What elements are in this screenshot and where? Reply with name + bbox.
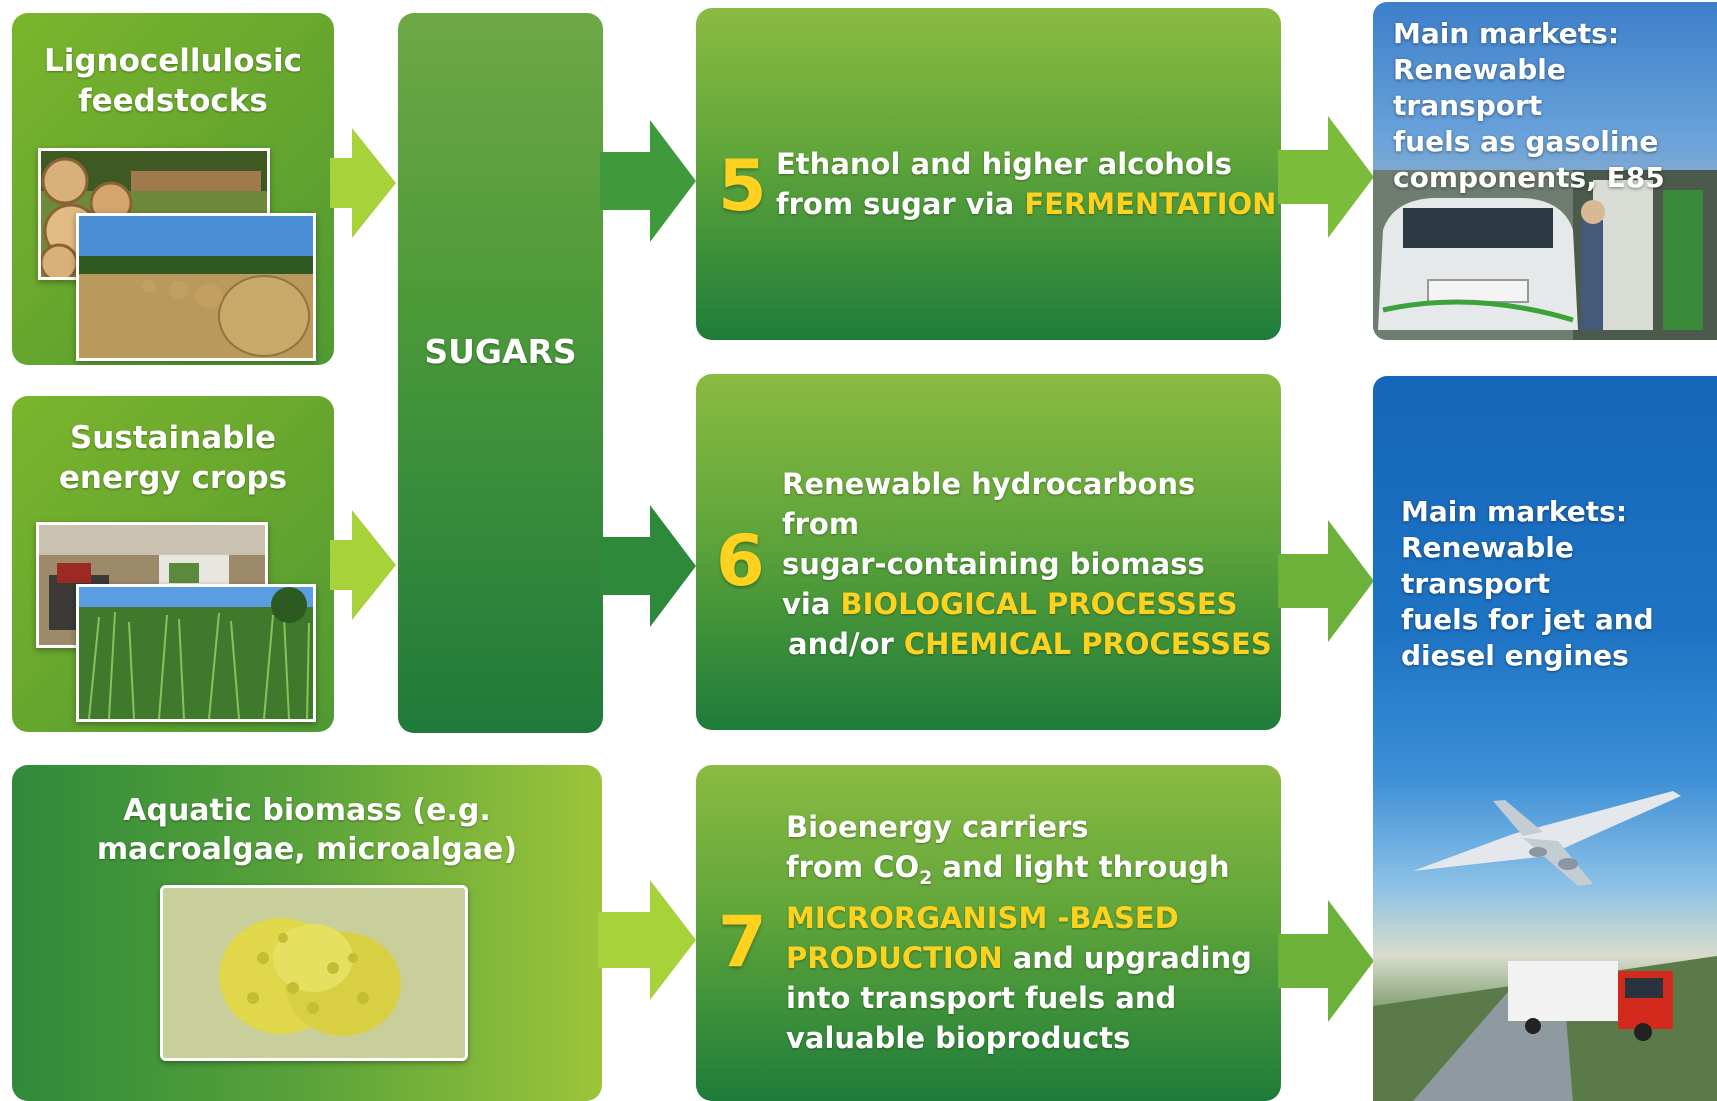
fermentation-highlight: FERMENTATION — [1024, 187, 1277, 221]
arrow-process-5-to-market — [1278, 116, 1374, 238]
arrow-sugars-to-process-6 — [600, 505, 696, 627]
algae-photo — [160, 885, 468, 1061]
truck-icon — [1508, 961, 1673, 1041]
arrow-process-7-to-market — [1278, 900, 1374, 1022]
arrow-aquatic-to-process-7 — [598, 880, 696, 1000]
process-5-box: 5 Ethanol and higher alcohols from sugar… — [696, 8, 1281, 340]
process-7-text: Bioenergy carriers from CO2 and light th… — [786, 810, 1252, 1055]
process-5-text: Ethanol and higher alcohols from sugar v… — [776, 147, 1277, 221]
hay-bales-photo — [76, 213, 316, 361]
market-gasoline-text: Main markets: Renewable transport fuels … — [1393, 17, 1665, 194]
chemical-processes-highlight: CHEMICAL PROCESSES — [903, 627, 1272, 661]
biological-processes-highlight: BIOLOGICAL PROCESSES — [840, 587, 1238, 621]
arrow-energy-crops-to-sugars — [330, 510, 396, 620]
car-fuel-pump-photo — [1373, 170, 1717, 340]
process-6-number: 6 — [716, 520, 765, 602]
airplane-truck-photo — [1373, 791, 1717, 1101]
airplane-icon — [1413, 791, 1681, 886]
process-7-box: 7 Bioenergy carriers from CO2 and light … — [696, 765, 1281, 1101]
market-jet-diesel-text: Main markets: Renewable transport fuels … — [1401, 495, 1654, 672]
sugars-column: SUGARS — [398, 13, 603, 733]
aquatic-biomass-box: Aquatic biomass (e.g. macroalgae, microa… — [12, 765, 602, 1101]
market-jet-diesel-box: Main markets: Renewable transport fuels … — [1373, 376, 1717, 1101]
arrow-sugars-to-process-5 — [600, 120, 696, 242]
lignocellulosic-title: Lignocellulosic feedstocks — [43, 43, 303, 120]
aquatic-biomass-title: Aquatic biomass (e.g. macroalgae, microa… — [96, 793, 518, 867]
microorganism-highlight: MICRORGANISM -BASED — [786, 900, 1179, 935]
sugars-label: SUGARS — [424, 332, 577, 371]
process-6-text: Renewable hydrocarbons from sugar-contai… — [782, 467, 1272, 661]
process-7-number: 7 — [718, 901, 767, 983]
energy-crops-title: Sustainable energy crops — [58, 420, 288, 497]
production-highlight: PRODUCTION — [786, 940, 1003, 975]
process-5-number: 5 — [718, 145, 767, 227]
process-6-box: 6 Renewable hydrocarbons from sugar-cont… — [696, 374, 1281, 730]
lignocellulosic-box: Lignocellulosic feedstocks — [12, 13, 334, 365]
energy-crops-box: Sustainable energy crops — [12, 396, 334, 732]
market-gasoline-box: Main markets: Renewable transport fuels … — [1373, 2, 1717, 340]
miscanthus-photo — [76, 584, 316, 722]
arrow-lignocellulosic-to-sugars — [330, 128, 396, 238]
arrow-process-6-to-market — [1278, 520, 1374, 642]
